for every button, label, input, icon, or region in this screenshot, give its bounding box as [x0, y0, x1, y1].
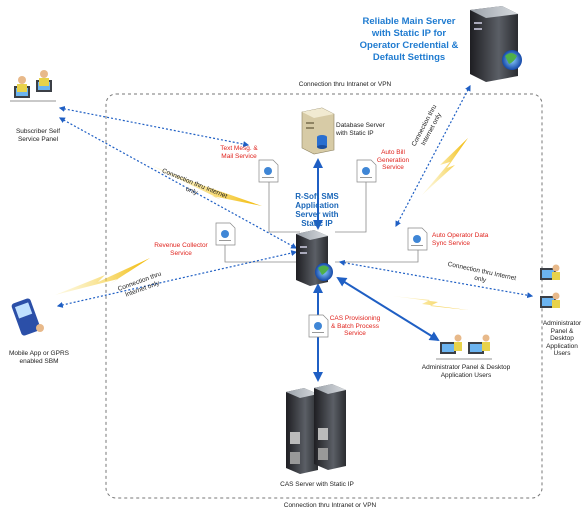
- mobile-phone-icon: [11, 298, 44, 336]
- auto-bill-service-icon: [356, 159, 377, 183]
- lightning-icon: [392, 296, 468, 310]
- database-server-icon: [301, 107, 335, 155]
- subscriber-users-icon: [10, 70, 56, 102]
- text-mail-service-icon: [258, 159, 279, 183]
- revenue-collector-label: Revenue Collector Service: [154, 242, 208, 257]
- application-server-label: R-Soft SMS Application Server with Stati…: [295, 192, 339, 228]
- text-mail-service-label: Text Mesg. & Mail Service: [220, 145, 258, 160]
- mobile-app-label: Mobile App or GPRS enabled SBM: [9, 350, 69, 365]
- top-border-label: Connection thru Intranet or VPN: [298, 81, 392, 88]
- main-server-label: Reliable Main Server with Static IP for …: [359, 16, 459, 63]
- auto-operator-sync-label: Auto Operator Data Sync Service: [432, 232, 489, 247]
- main-server-icon: [470, 6, 522, 82]
- revenue-collector-service-icon: [215, 222, 236, 246]
- bottom-border-label: Connection thru Intranet or VPN: [283, 502, 377, 509]
- auto-bill-label: Auto Bill Generation Service: [376, 149, 410, 171]
- cas-provisioning-label: CAS Provisioning & Batch Process Service: [329, 315, 381, 337]
- cas-server-cluster-icon: [286, 384, 346, 474]
- admin-users-right-icon: [540, 264, 560, 308]
- cas-server-label: CAS Server with Static IP: [280, 481, 354, 488]
- subscriber-panel-label: Subscriber Self Service Panel: [15, 128, 61, 143]
- auto-operator-sync-service-icon: [407, 227, 428, 251]
- admin-users-center-icon: [436, 334, 492, 360]
- application-server-icon: [296, 230, 333, 286]
- cas-provisioning-service-icon: [308, 314, 329, 338]
- database-server-label: Database Server with Static IP: [336, 122, 385, 137]
- admin-panel-right-label: Administrator Panel & Desktop Applicatio…: [542, 320, 582, 357]
- lightning-icon: [422, 138, 468, 195]
- admin-panel-center-label: Administrator Panel & Desktop Applicatio…: [421, 364, 511, 379]
